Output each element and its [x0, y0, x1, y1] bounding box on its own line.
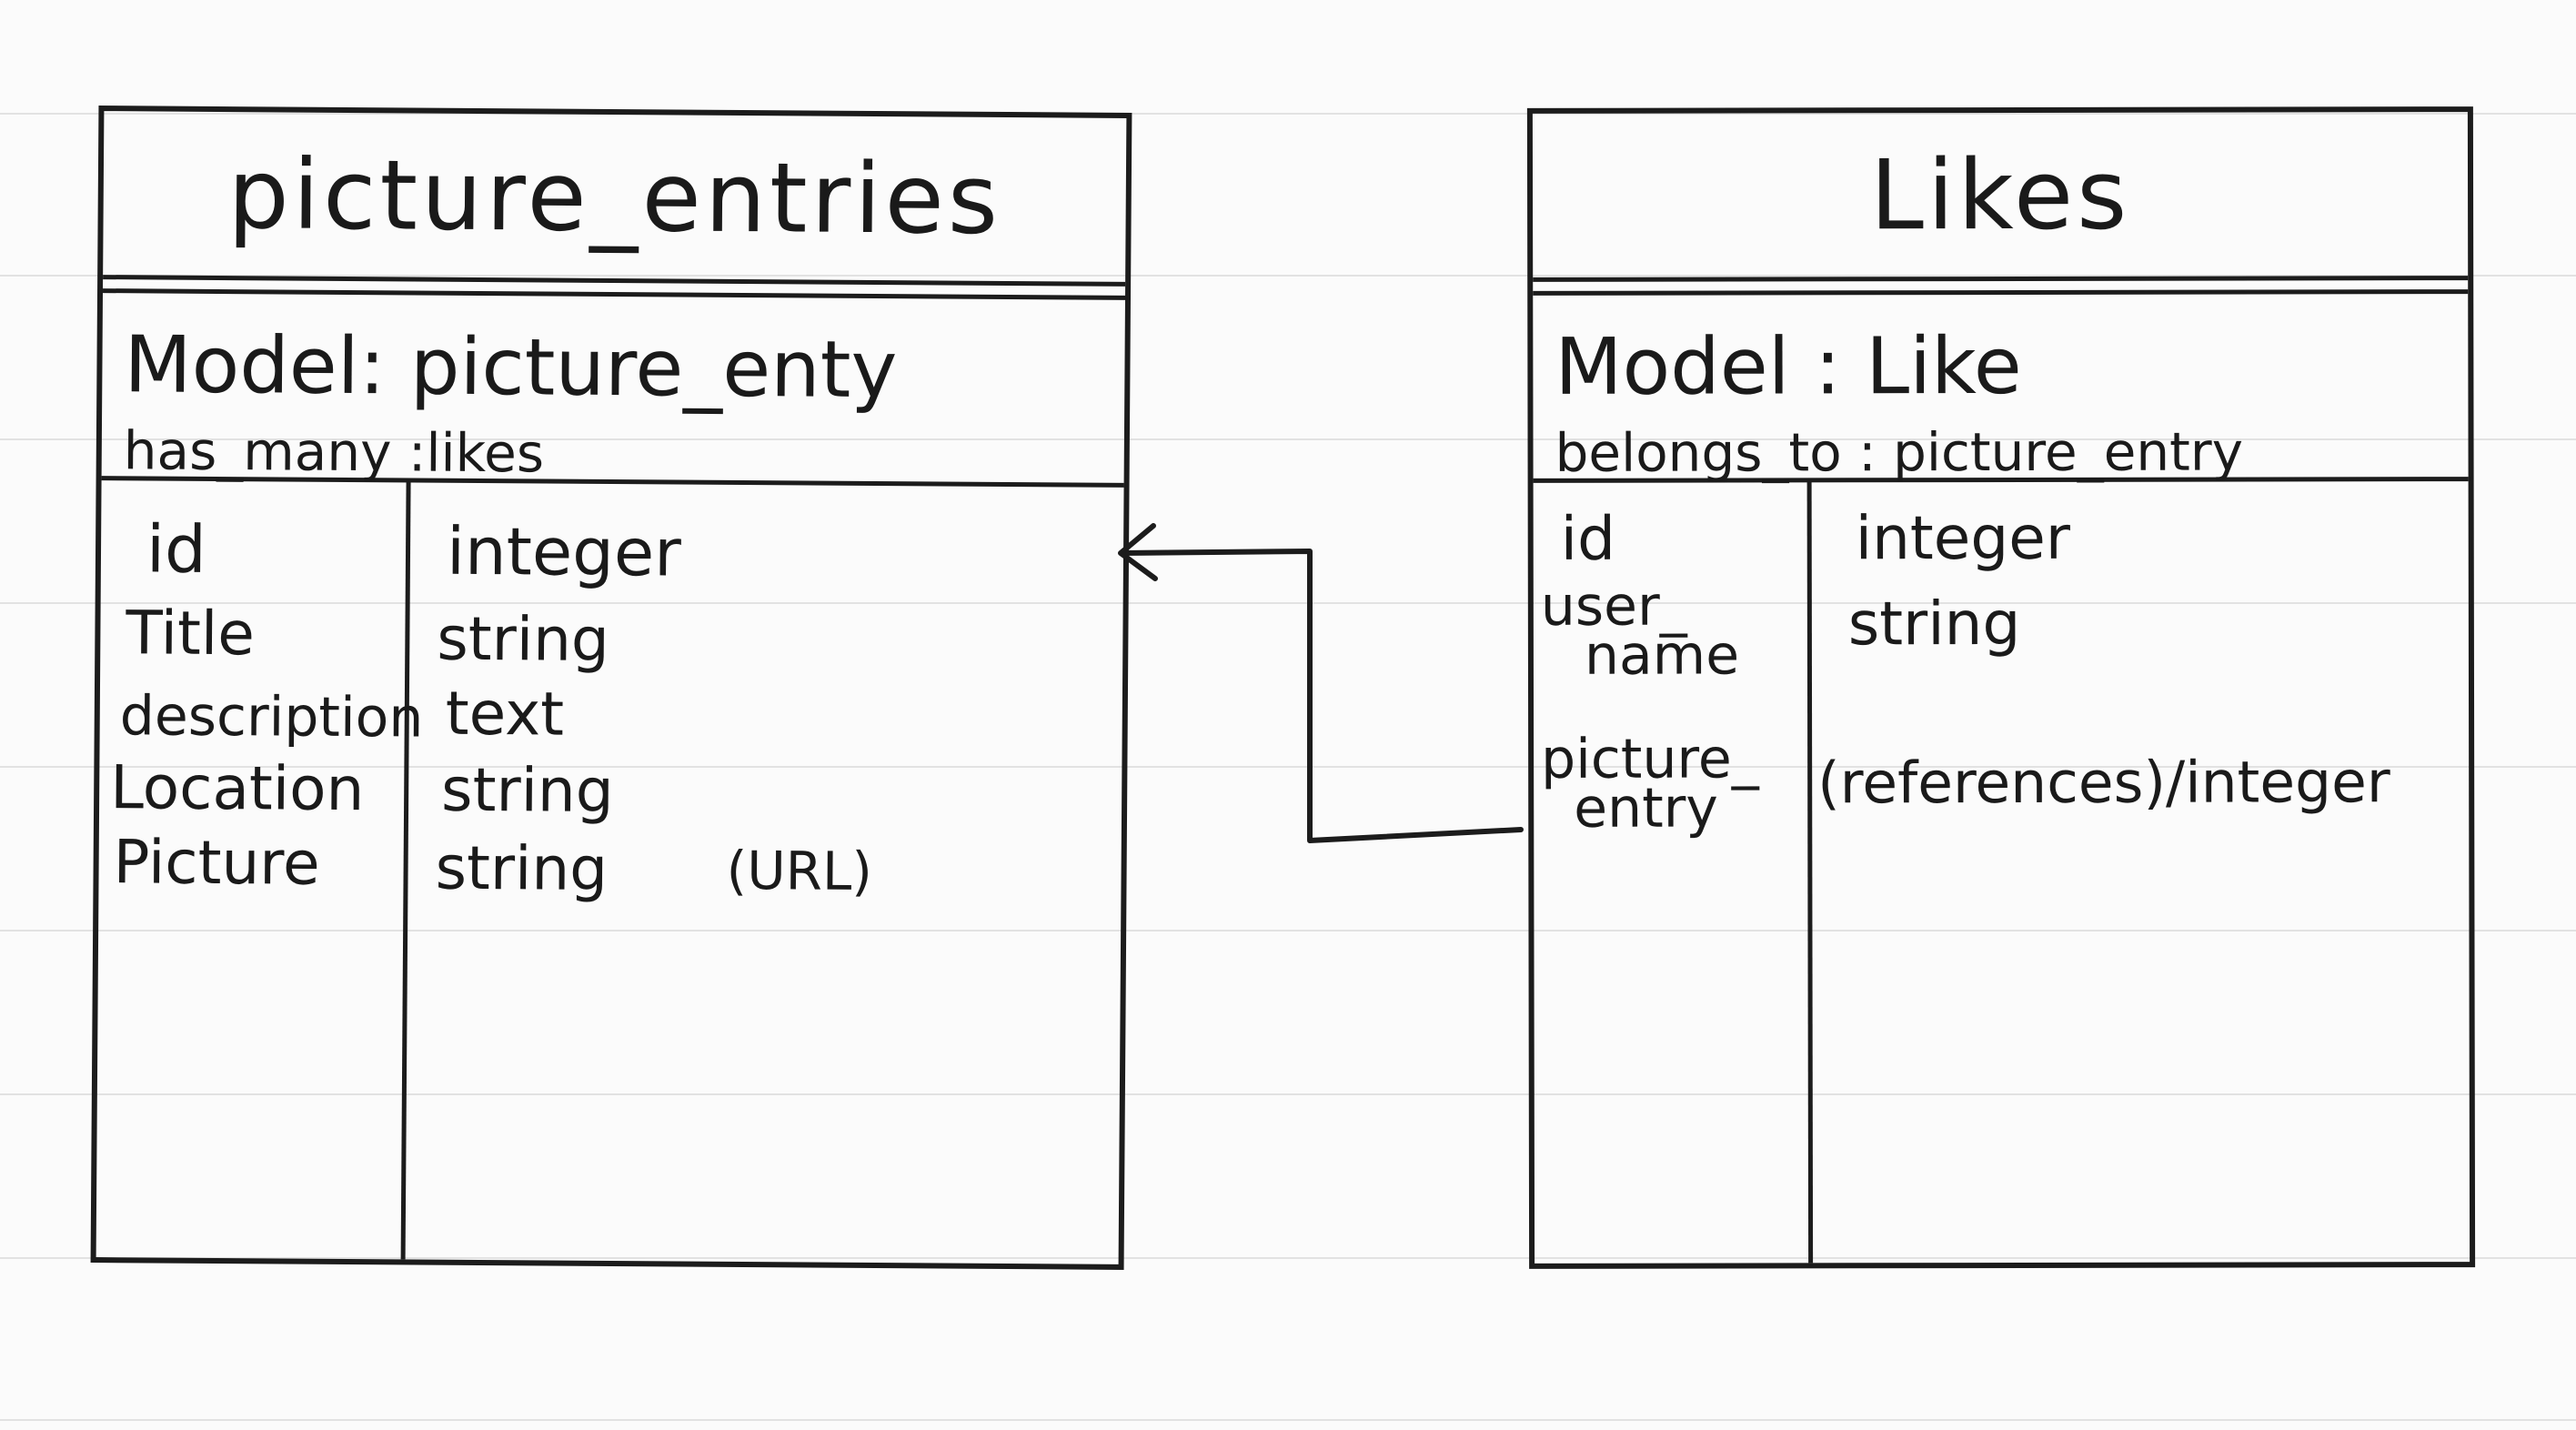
table-title: picture_entries: [227, 137, 1002, 256]
model-name: Model: picture_enty: [124, 319, 898, 417]
column-note: (URL): [726, 839, 873, 903]
model-section: Model: picture_enty has_many :likes: [101, 293, 1125, 488]
column-name: id: [1560, 503, 1616, 574]
column-type: (references)/integer: [1817, 749, 2390, 817]
relationship-line: [1120, 549, 1524, 843]
association: belongs_to : picture_entry: [1555, 420, 2244, 484]
column-names: id Title description Location Picture: [96, 479, 424, 1260]
column-names: id user_ name picture_ entry: [1533, 481, 1814, 1264]
column-types: integer string (references)/integer: [1812, 480, 2470, 1263]
column-type: string: [440, 754, 614, 827]
model-name: Model : Like: [1555, 320, 2022, 413]
column-name: Picture: [113, 827, 320, 899]
column-types: integer string text string string (URL): [406, 481, 1124, 1264]
column-type: integer: [1855, 502, 2071, 574]
column-type: text: [445, 678, 565, 750]
association: has_many :likes: [123, 419, 545, 485]
model-section: Model : Like belongs_to : picture_entry: [1533, 294, 2469, 484]
column-type: string: [437, 603, 610, 675]
column-type: string: [1847, 588, 2021, 660]
title-divider: [1533, 276, 2469, 296]
column-type: integer: [446, 512, 682, 591]
column-name: Title: [126, 598, 256, 670]
column-name: id: [146, 510, 207, 588]
table-title: Likes: [1869, 138, 2131, 251]
column-name-part: name: [1584, 623, 1740, 688]
column-type: string: [435, 832, 609, 904]
column-name: description: [119, 684, 424, 750]
columns-section: id user_ name picture_ entry integer str…: [1533, 480, 2470, 1264]
likes-table: Likes Model : Like belongs_to : picture_…: [1526, 106, 2476, 1269]
columns-section: id Title description Location Picture in…: [96, 479, 1124, 1264]
column-name: Location: [109, 752, 365, 825]
column-name-part: entry: [1574, 776, 1718, 841]
picture-entries-table: picture_entries Model: picture_enty has_…: [90, 106, 1132, 1270]
